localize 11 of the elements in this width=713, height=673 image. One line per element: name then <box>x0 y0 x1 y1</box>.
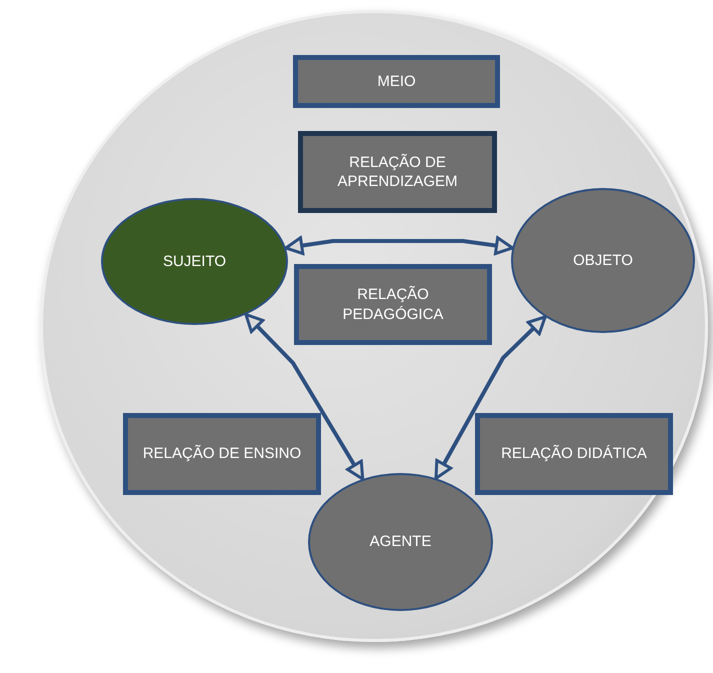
double-arrow <box>244 313 364 481</box>
double-arrow <box>434 315 547 480</box>
relation-box: RELAÇÃO DIDÁTICA <box>475 413 673 495</box>
relation-box: RELAÇÃO DE ENSINO <box>123 413 321 495</box>
relation-box: RELAÇÃO DE APRENDIZAGEM <box>298 131 497 213</box>
concept-ellipse: AGENTE <box>308 473 493 611</box>
concept-ellipse: SUJEITO <box>101 198 288 325</box>
relation-box: MEIO <box>293 55 500 108</box>
relation-box: RELAÇÃO PEDAGÓGICA <box>294 264 492 345</box>
concept-ellipse: OBJETO <box>511 188 695 333</box>
double-arrow <box>284 236 514 256</box>
